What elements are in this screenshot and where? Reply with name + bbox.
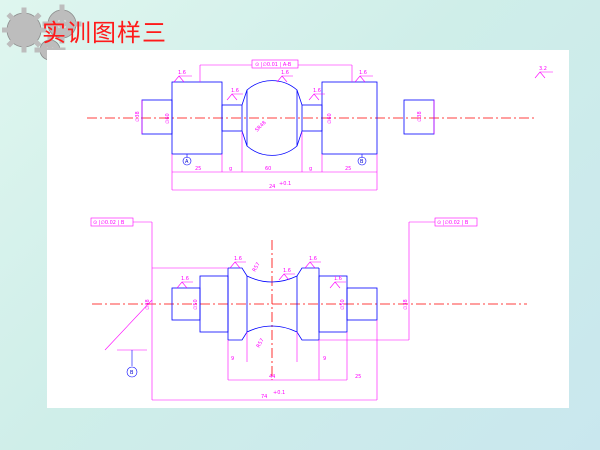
d2-dia-left-inner: ∅50 [193, 299, 199, 310]
d1-roughness-mid-right: 1.6 [313, 88, 321, 94]
d1-dia-left-inner: ∅60 [165, 113, 171, 124]
d2-dim-mid: 44 [269, 374, 275, 380]
drawing1 [87, 59, 553, 191]
drawing-panel: ⊙ |∅0.01 | A-B 1.6 1.6 1.6 1.6 1.6 3.2 ∅… [47, 50, 569, 408]
d1-dim-left: 25 [195, 166, 201, 172]
d1-roughness-right: 1.6 [359, 70, 367, 76]
d1-dim-g2: g [309, 166, 312, 172]
d2-roughness-1: 1.6 [181, 276, 189, 282]
d2-dia-right-inner: ∅50 [340, 299, 346, 310]
d1-roughness-mid: 1.6 [281, 70, 289, 76]
d1-dia-sphere: SR48 [254, 120, 267, 133]
d2-radius-top: R57 [252, 261, 262, 273]
d2-roughness-3: 1.6 [283, 268, 291, 274]
d2-dim-left: 9 [231, 356, 234, 362]
d1-roughness-general: 3.2 [539, 66, 547, 72]
d2-radius-bottom: R57 [256, 337, 266, 349]
d2-gdt-left: ⊙ |∅0.02 | B [93, 220, 125, 226]
d2-dim-right: 9 [323, 356, 326, 362]
d1-dim-total-tol: +0.1 [279, 181, 291, 187]
d2-gdt-right: ⊙ |∅0.02 | B [437, 220, 469, 226]
d1-roughness-mid-left: 1.6 [231, 88, 239, 94]
d2-dim-total-tol: +0.1 [273, 390, 285, 396]
d1-dia-left: ∅38 [135, 111, 141, 122]
d1-gdt-frame: ⊙ |∅0.01 | A-B [255, 62, 292, 68]
d2-dia-left: ∅38 [145, 299, 151, 310]
d1-dim-mid: 60 [265, 166, 271, 172]
d2-dim-total: 74 [261, 394, 267, 400]
d2-dim-right2: 25 [355, 374, 361, 380]
d1-dia-right: ∅38 [417, 111, 423, 122]
d1-roughness-top: 1.6 [178, 70, 186, 76]
d1-dia-right-inner: ∅60 [327, 113, 333, 124]
d1-datum-left: A [185, 159, 189, 165]
d1-dim-total: 24 [269, 184, 275, 190]
drawing2 [90, 217, 527, 401]
d2-dia-right: ∅38 [403, 299, 409, 310]
slide-title: 实训图样三 [42, 19, 167, 47]
d2-roughness-2: 1.6 [234, 256, 242, 262]
d2-datum: B [130, 370, 134, 376]
d2-roughness-5: 1.6 [334, 276, 342, 282]
d2-roughness-4: 1.6 [309, 256, 317, 262]
d1-dim-right: 25 [345, 166, 351, 172]
engineering-drawing: ⊙ |∅0.01 | A-B 1.6 1.6 1.6 1.6 1.6 3.2 ∅… [87, 59, 553, 401]
d1-datum-right: B [360, 159, 364, 165]
d1-dim-g1: g [229, 166, 232, 172]
